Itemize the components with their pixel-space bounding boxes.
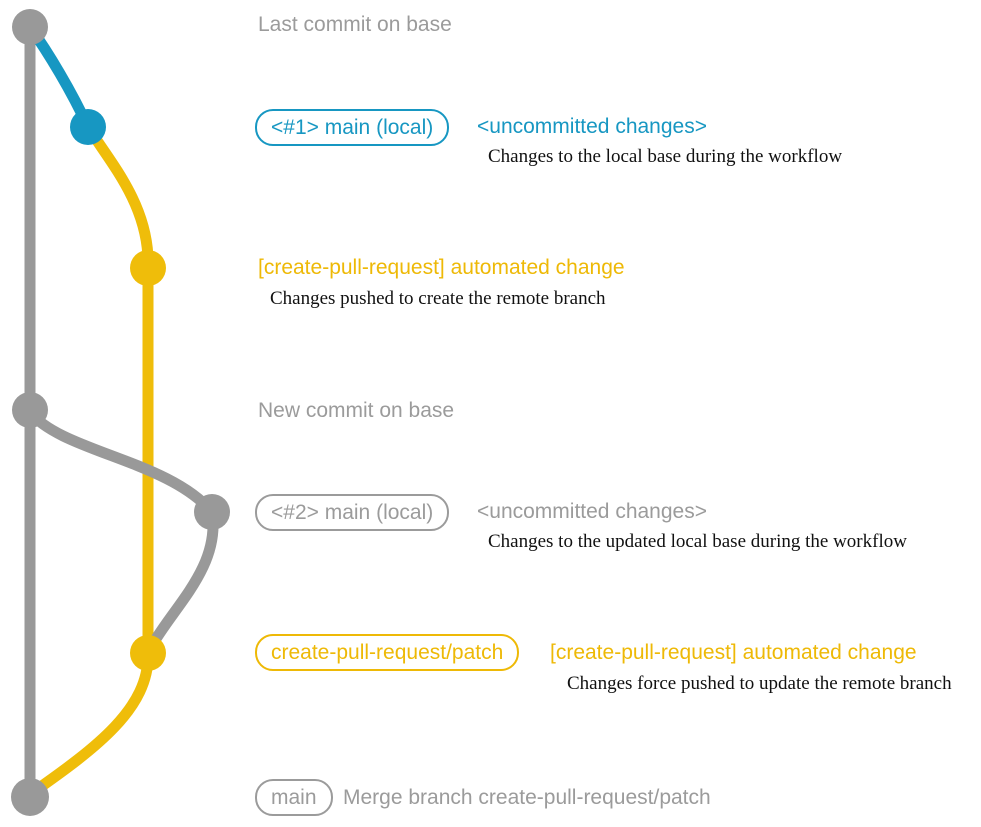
- label-uncommitted-changes-2: <uncommitted changes>: [477, 500, 707, 523]
- branch-gray-local2-in-curve: [144, 506, 219, 655]
- branch-badge-create-pull-request-patch: create-pull-request/patch: [255, 634, 520, 671]
- label-merge-branch: Merge branch create-pull-request/patch: [343, 786, 711, 809]
- branch-badge-main-local-2: <#2> main (local): [255, 494, 450, 531]
- commit-node-last-base: [12, 9, 48, 45]
- label-last-commit-on-base: Last commit on base: [258, 13, 452, 36]
- branch-gray-local2-out-curve: [24, 406, 218, 518]
- description-automated-change-1: Changes pushed to create the remote bran…: [270, 288, 606, 309]
- description-automated-change-2: Changes force pushed to update the remot…: [567, 673, 952, 694]
- label-automated-change-2: [create-pull-request] automated change: [550, 641, 917, 664]
- branch-badge-main: main: [255, 779, 333, 816]
- label-automated-change-1: [create-pull-request] automated change: [258, 256, 625, 279]
- commit-node-automated-change-1: [130, 250, 166, 286]
- branch-badge-main-local-1: <#1> main (local): [255, 109, 450, 146]
- commit-graph: [11, 9, 230, 816]
- label-new-commit-on-base: New commit on base: [258, 399, 455, 422]
- commit-node-merge: [11, 778, 49, 816]
- label-uncommitted-changes-1: <uncommitted changes>: [477, 115, 707, 138]
- description-uncommitted-changes-2: Changes to the updated local base during…: [488, 531, 907, 552]
- commit-node-automated-change-2: [130, 635, 166, 671]
- description-uncommitted-changes-1: Changes to the local base during the wor…: [488, 146, 843, 167]
- commit-node-new-base: [12, 392, 48, 428]
- branch-yellow-patch-line: [82, 121, 154, 659]
- commit-node-main-local-2: [194, 494, 230, 530]
- branch-yellow-merge-curve: [26, 647, 154, 799]
- commit-node-main-local-1: [70, 109, 106, 145]
